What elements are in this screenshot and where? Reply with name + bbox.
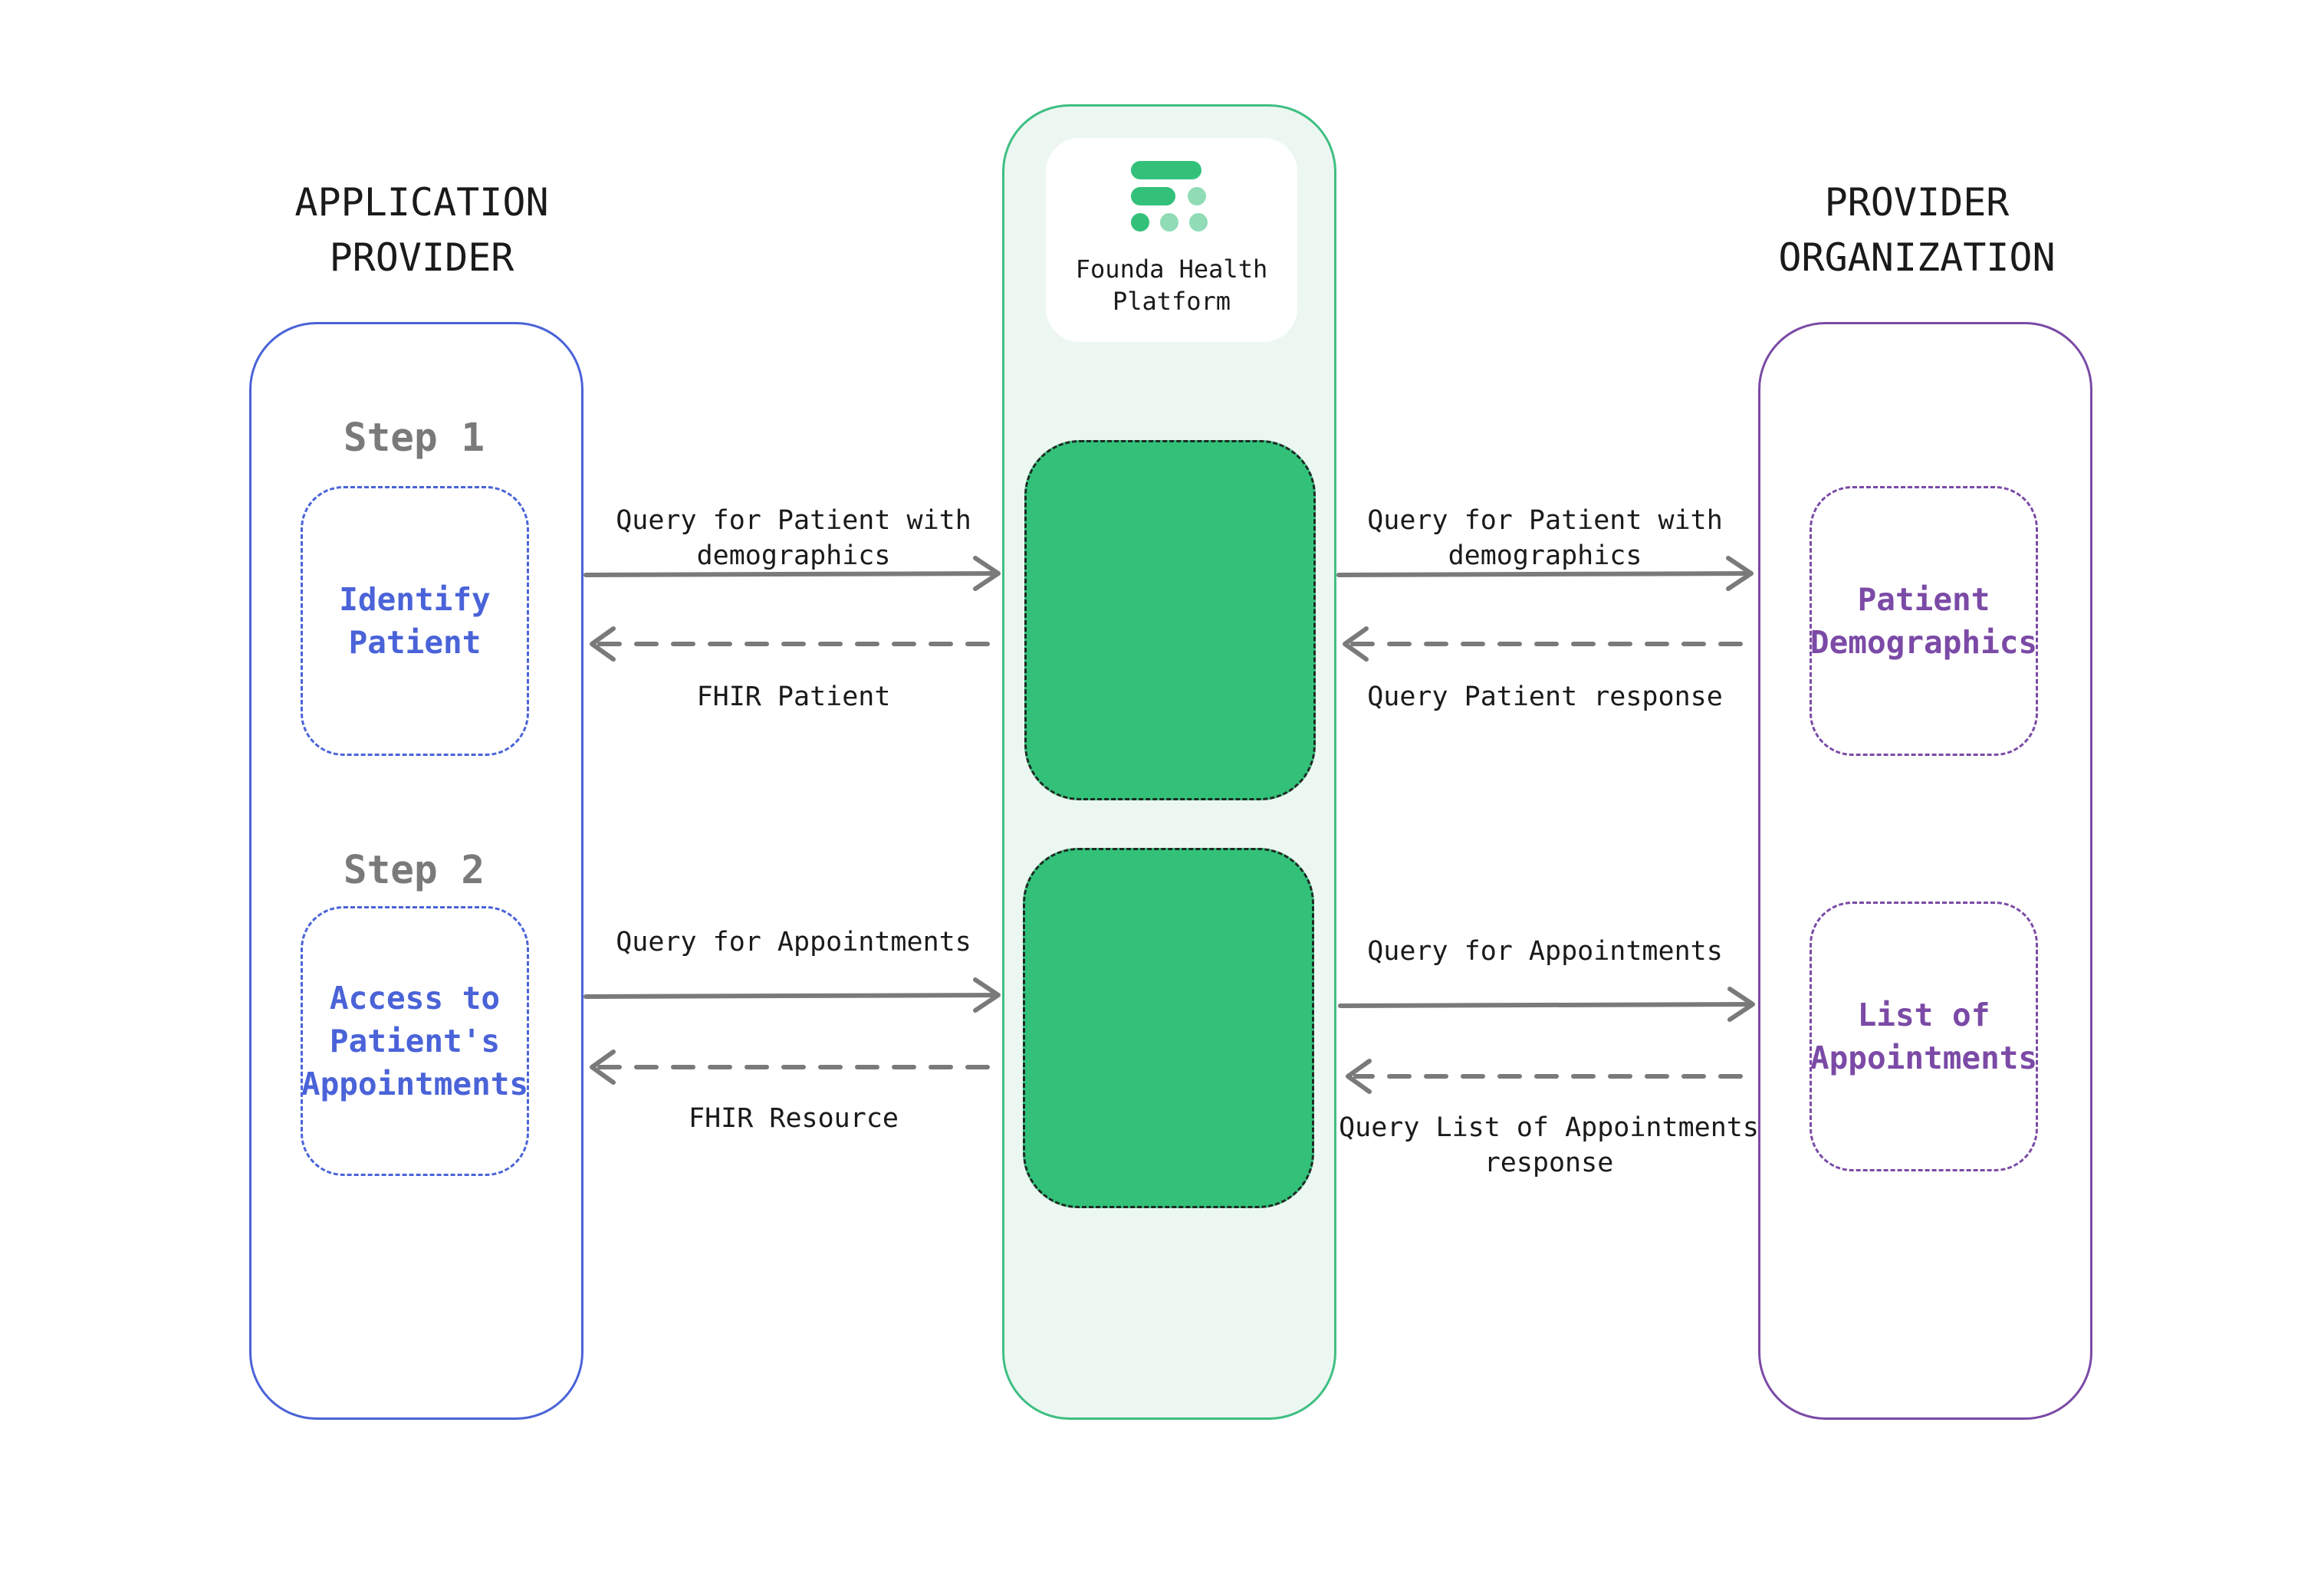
step2-left-response-arrow — [590, 1050, 990, 1085]
step2-right-request-arrow — [1338, 987, 1755, 1022]
step-2-label: Step 2 — [343, 848, 485, 893]
platform-step-2-block — [1023, 848, 1314, 1208]
list-of-appointments-box: List of Appointments — [1810, 902, 2038, 1171]
step1-left-request-arrow — [583, 556, 1001, 591]
provider-organization-column — [1758, 322, 2092, 1420]
step1-right-response-label: Query Patient response — [1367, 682, 1723, 712]
step1-left-response-arrow — [590, 626, 990, 662]
platform-step-1-block — [1024, 440, 1316, 800]
step1-right-request-label: Query for Patient with demographics — [1367, 505, 1723, 571]
step2-left-request-arrow — [583, 977, 1001, 1013]
founda-logo-icon — [1131, 161, 1208, 232]
application-provider-column — [249, 322, 583, 1420]
access-appointments-text: Access to Patient's Appointments — [301, 980, 529, 1102]
step2-right-request-label: Query for Appointments — [1367, 936, 1723, 967]
step2-left-request-label: Query for Appointments — [616, 927, 971, 958]
step1-right-response-arrow — [1343, 626, 1743, 662]
step-1-label: Step 1 — [343, 416, 485, 461]
identify-patient-box: Identify Patient — [301, 486, 529, 756]
platform-logo-card: Founda Health Platform — [1046, 138, 1297, 342]
access-appointments-box: Access to Patient's Appointments — [301, 906, 529, 1176]
list-of-appointments-text: List of Appointments — [1810, 997, 2038, 1076]
step2-right-response-label: Query List of Appointments response — [1339, 1112, 1759, 1178]
step2-right-response-arrow — [1346, 1059, 1743, 1094]
patient-demographics-text: Patient Demographics — [1810, 581, 2038, 661]
provider-organization-heading: PROVIDER ORGANIZATION — [1778, 180, 2056, 280]
application-provider-heading: APPLICATION PROVIDER — [294, 180, 549, 280]
step2-left-response-label: FHIR Resource — [689, 1103, 899, 1134]
step1-right-request-arrow — [1336, 556, 1754, 591]
platform-name: Founda Health Platform — [1075, 255, 1268, 316]
identify-patient-text: Identify Patient — [339, 581, 491, 661]
step1-left-response-label: FHIR Patient — [696, 682, 891, 712]
patient-demographics-box: Patient Demographics — [1810, 486, 2038, 756]
step1-left-request-label: Query for Patient with demographics — [616, 505, 971, 571]
